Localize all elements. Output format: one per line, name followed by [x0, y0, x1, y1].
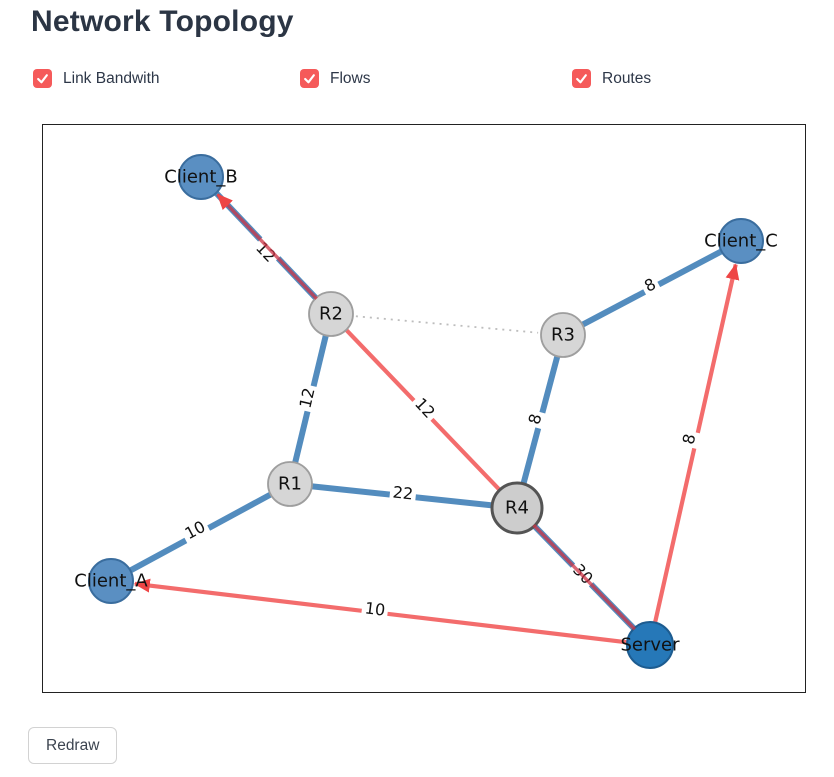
edge-label-Client_B-R2: 12: [249, 235, 283, 269]
node-label-R3: R3: [551, 325, 575, 346]
checkbox-label-routes: Routes: [602, 69, 652, 87]
node-label-Server: Server: [620, 635, 680, 656]
edge-label-R1-R4: 22: [389, 481, 417, 505]
checkbox-routes[interactable]: Routes: [572, 69, 651, 88]
node-R1: [267, 461, 313, 507]
peer-links-layer: [355, 315, 539, 334]
check-icon: [37, 74, 48, 84]
svg-text:8: 8: [679, 432, 700, 446]
edge-label-R2-R4: 12: [408, 391, 442, 425]
checkbox-flows[interactable]: Flows: [300, 69, 370, 88]
edge-label-Server-Client_C: 8: [677, 428, 701, 450]
node-R4: [490, 481, 544, 535]
redraw-button[interactable]: Redraw: [28, 727, 118, 764]
edge-label-Server-Client_A: 10: [360, 597, 390, 621]
check-icon: [304, 74, 315, 84]
checkbox-label-flows: Flows: [330, 69, 371, 87]
nodes-layer: [88, 154, 764, 669]
route-R2-Client_B: [216, 193, 318, 300]
page-title: Network Topology: [31, 5, 294, 38]
checkbox-checked-icon[interactable]: [572, 69, 591, 88]
edge-label-R3-R4: 8: [523, 408, 547, 430]
svg-text:22: 22: [392, 482, 414, 503]
node-label-R4: R4: [505, 498, 529, 519]
checkbox-link-bandwith[interactable]: Link Bandwith: [33, 69, 160, 88]
route-Server-R4: [532, 524, 636, 631]
checkbox-checked-icon[interactable]: [300, 69, 319, 88]
svg-text:12: 12: [295, 386, 318, 410]
svg-text:12: 12: [411, 394, 439, 422]
checkbox-label-link-bandwith: Link Bandwith: [63, 69, 160, 87]
route-overlay-layer: [216, 193, 636, 631]
topology-plot-canvas: 12121022883012108Client_BClient_CClient_…: [42, 124, 806, 693]
checkbox-checked-icon[interactable]: [33, 69, 52, 88]
svg-text:12: 12: [252, 238, 280, 266]
svg-text:8: 8: [525, 412, 546, 427]
edge-label-R3-Client_C: 8: [638, 272, 662, 298]
node-Server: [626, 621, 674, 669]
node-Client_C: [718, 218, 764, 264]
node-R2: [308, 291, 354, 337]
node-label-Client_A: Client_A: [74, 571, 148, 592]
edge-label-R2-R1: 12: [294, 383, 320, 413]
node-R3: [540, 312, 586, 358]
flow-lines-layer: [133, 263, 740, 645]
node-Client_A: [88, 558, 134, 604]
node-label-Client_C: Client_C: [704, 231, 778, 252]
node-Client_B: [178, 154, 224, 200]
node-label-Client_B: Client_B: [164, 167, 237, 188]
svg-text:10: 10: [364, 598, 387, 619]
peer-link-R2-R3: [355, 315, 539, 334]
node-label-R1: R1: [278, 474, 302, 495]
node-label-R2: R2: [319, 304, 343, 325]
check-icon: [576, 74, 587, 84]
network-topology-graph: 12121022883012108Client_BClient_CClient_…: [74, 154, 778, 669]
